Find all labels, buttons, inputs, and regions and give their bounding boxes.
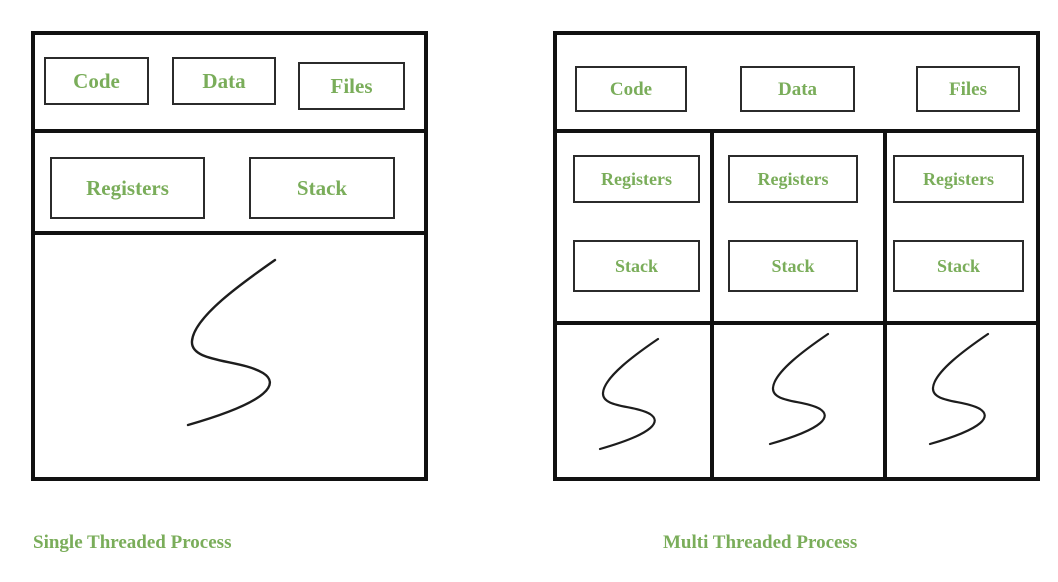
multi-panel-divider-column-2 <box>883 129 887 481</box>
multi-threaded-process-caption: Multi Threaded Process <box>663 532 858 553</box>
multi-thread-state-label-stack-1: Stack <box>614 256 658 276</box>
thread-squiggle-icon <box>595 335 667 453</box>
multi-resource-box-files: Files <box>916 66 1020 112</box>
single-thread-state-label-registers: Registers <box>86 175 169 200</box>
multi-panel-divider-bottom <box>553 321 1040 325</box>
single-resource-box-data: Data <box>172 57 276 105</box>
multi-resource-box-code: Code <box>575 66 687 112</box>
single-resource-label-code: Code <box>73 68 120 93</box>
single-panel-divider-bottom <box>31 231 428 235</box>
multi-resource-label-files: Files <box>949 78 987 100</box>
multi-thread-state-box-registers-2: Registers <box>728 155 858 203</box>
multi-thread-state-label-stack-3: Stack <box>936 256 980 276</box>
single-panel-divider-top <box>31 129 428 133</box>
multi-thread-state-label-stack-2: Stack <box>771 256 815 276</box>
multi-thread-state-label-registers-3: Registers <box>923 169 994 189</box>
single-thread-state-box-registers: Registers <box>50 157 205 219</box>
multi-resource-label-code: Code <box>609 78 653 100</box>
multi-resource-box-data: Data <box>740 66 855 112</box>
single-thread-state-label-stack: Stack <box>296 175 348 200</box>
single-resource-label-files: Files <box>330 73 373 98</box>
multi-thread-state-label-registers-1: Registers <box>601 169 672 189</box>
single-thread-state-box-stack: Stack <box>249 157 395 219</box>
thread-squiggle-icon <box>180 255 290 430</box>
thread-squiggle-icon <box>765 330 837 448</box>
multi-thread-state-box-stack-3: Stack <box>893 240 1024 292</box>
multi-panel-divider-column-1 <box>710 129 714 481</box>
single-resource-label-data: Data <box>202 68 246 93</box>
thread-squiggle-icon <box>925 330 997 448</box>
multi-thread-state-box-registers-3: Registers <box>893 155 1024 203</box>
multi-resource-label-data: Data <box>777 78 818 100</box>
multi-thread-state-box-registers-1: Registers <box>573 155 700 203</box>
multi-thread-state-box-stack-1: Stack <box>573 240 700 292</box>
single-threaded-process-caption: Single Threaded Process <box>33 532 232 553</box>
multi-thread-state-box-stack-2: Stack <box>728 240 858 292</box>
single-resource-box-code: Code <box>44 57 149 105</box>
multi-panel-divider-top <box>553 129 1040 133</box>
single-resource-box-files: Files <box>298 62 405 110</box>
multi-thread-state-label-registers-2: Registers <box>757 169 829 189</box>
